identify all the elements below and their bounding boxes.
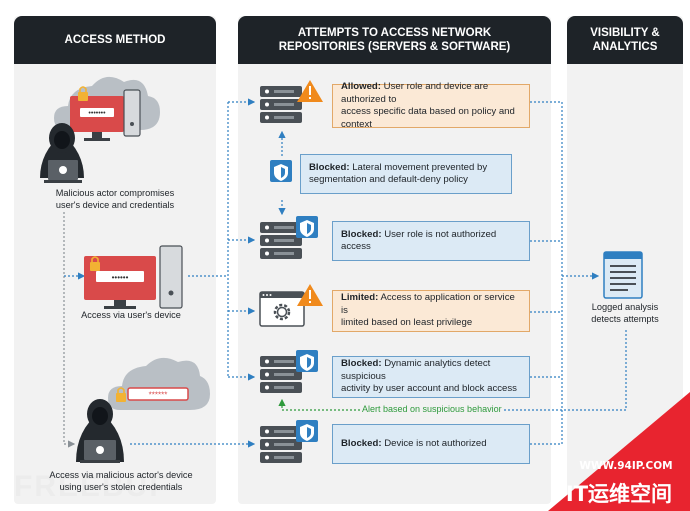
analytics-line1: Logged analysis bbox=[591, 302, 659, 312]
attempt-limited-box: Limited: Access to application or servic… bbox=[332, 290, 530, 332]
analytics-connectors bbox=[502, 101, 627, 445]
attempt-lateral-label: Blocked: bbox=[309, 161, 350, 173]
svg-text:******: ****** bbox=[149, 391, 168, 400]
shield-icon bbox=[296, 350, 318, 372]
attempt-device-box: Blocked: Device is not authorized bbox=[332, 424, 530, 464]
attempts-title-line1: ATTEMPTS TO ACCESS NETWORK bbox=[297, 27, 492, 39]
alert-arrow bbox=[278, 398, 360, 411]
access-method-1-line2: user's device and credentials bbox=[55, 199, 175, 210]
server-icon bbox=[260, 426, 302, 463]
user-pc-tower-icon bbox=[159, 245, 183, 309]
actor-password-icon: ****** bbox=[127, 387, 189, 401]
svg-text:•••••••: ••••••• bbox=[88, 110, 106, 117]
attempt-lateral-text-line2: segmentation and default-deny policy bbox=[309, 174, 468, 185]
svg-text:••••••: •••••• bbox=[112, 273, 129, 282]
user-monitor-icon: •••••• bbox=[84, 256, 156, 309]
visibility-column-header: VISIBILITY & ANALYTICS bbox=[567, 16, 683, 64]
watermark-url: WWW.94IP.COM bbox=[579, 460, 673, 472]
watermark-title: IT运维空间 bbox=[565, 482, 673, 506]
actor-hacker-icon bbox=[76, 399, 124, 463]
analytics-line2: detects attempts bbox=[591, 313, 659, 324]
document-icon bbox=[603, 251, 643, 299]
attempt-role-text: User role is not authorized access bbox=[341, 228, 497, 253]
attempts-title-line2: REPOSITORIES (SERVERS & SOFTWARE) bbox=[278, 41, 511, 53]
warning-icon bbox=[297, 284, 323, 306]
attempt-lateral-box: Blocked: Lateral movement prevented by s… bbox=[300, 154, 512, 194]
attempts-column-header: ATTEMPTS TO ACCESS NETWORK REPOSITORIES … bbox=[238, 16, 551, 64]
server-icon bbox=[260, 222, 302, 259]
alert-label: Alert based on suspicious behavior bbox=[362, 404, 502, 414]
access-connectors bbox=[63, 98, 286, 448]
pc-tower-icon bbox=[123, 89, 141, 137]
watermark-corner bbox=[548, 392, 690, 511]
access-method-2-caption: Access via user's device bbox=[16, 310, 246, 322]
visibility-title-line1: VISIBILITY & bbox=[590, 27, 660, 39]
monitor-icon: ••••••• bbox=[70, 96, 124, 141]
shield-icon bbox=[270, 160, 292, 182]
attempt-limited-text-line1: Access to application or service is bbox=[341, 292, 515, 316]
attempt-limited-label: Limited: bbox=[341, 292, 379, 304]
attempt-role-box: Blocked: User role is not authorized acc… bbox=[332, 221, 530, 261]
access-method-3-line2: using user's stolen credentials bbox=[59, 481, 183, 492]
shield-icon bbox=[296, 216, 318, 238]
shield-icon bbox=[296, 420, 318, 442]
visibility-title-line2: ANALYTICS bbox=[592, 41, 658, 53]
actor-cloud-icon bbox=[108, 357, 210, 410]
ghost-watermark: FREEBUF bbox=[14, 470, 170, 503]
access-method-1-line1: Malicious actor compromises bbox=[55, 188, 175, 198]
attempt-analytics-box: Blocked: Dynamic analytics detect suspic… bbox=[332, 356, 530, 398]
access-method-2-line1: Access via user's device bbox=[81, 310, 181, 320]
attempt-device-text: Device is not authorized bbox=[381, 437, 487, 449]
attempt-allowed-label: Allowed: bbox=[341, 81, 381, 92]
access-method-3-line1: Access via malicious actor's device bbox=[49, 470, 193, 480]
server-icon bbox=[260, 86, 302, 123]
server-icon bbox=[260, 356, 302, 393]
gear-icon bbox=[273, 303, 291, 321]
actor-padlock-icon bbox=[116, 387, 126, 402]
attempt-device-label: Blocked: bbox=[341, 437, 382, 449]
access-column-title: ACCESS METHOD bbox=[64, 34, 166, 46]
user-padlock-icon bbox=[90, 256, 100, 271]
analytics-caption: Logged analysis detects attempts bbox=[572, 302, 678, 325]
access-method-3-caption: Access via malicious actor's device usin… bbox=[16, 470, 226, 493]
access-method-1-caption: Malicious actor compromises user's devic… bbox=[16, 188, 214, 211]
attempt-allowed-text-line2: access specific data based on policy and… bbox=[341, 106, 515, 130]
attempt-lateral-text-line1: Lateral movement prevented by bbox=[349, 161, 488, 173]
access-column-header: ACCESS METHOD bbox=[14, 16, 216, 64]
attempt-analytics-text-line1: Dynamic analytics detect suspicious bbox=[341, 358, 491, 382]
warning-icon bbox=[297, 80, 323, 102]
attempt-analytics-label: Blocked: bbox=[341, 358, 382, 370]
attempt-limited-text-line2: limited based on least privilege bbox=[341, 317, 473, 329]
attempt-role-label: Blocked: bbox=[341, 228, 382, 240]
padlock-icon bbox=[78, 86, 88, 101]
attempt-allowed-box: Allowed: User role and device are author… bbox=[332, 81, 530, 130]
attempt-analytics-text-line2: activity by user account and block acces… bbox=[341, 383, 517, 395]
hacker-icon bbox=[40, 123, 84, 183]
attempt-allowed-text-line1: User role and device are authorized to bbox=[341, 81, 489, 105]
application-window-icon bbox=[259, 291, 305, 327]
